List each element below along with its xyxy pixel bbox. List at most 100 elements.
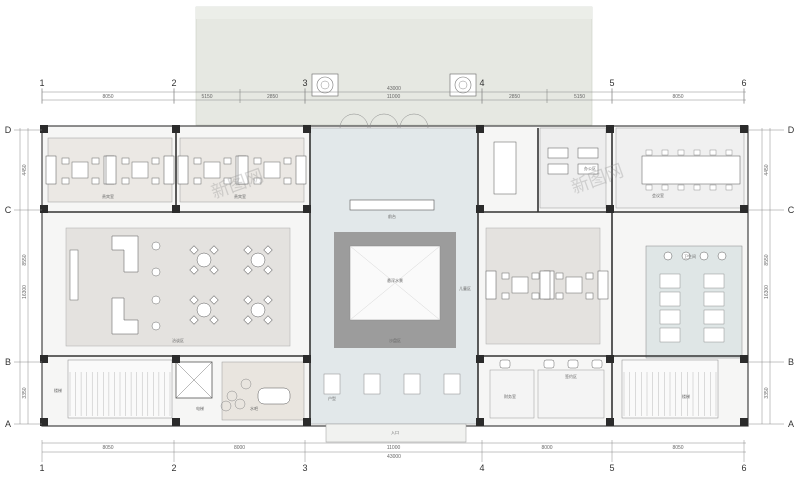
central-hall-label: 悬浮水景 (387, 277, 403, 283)
svg-text:1: 1 (39, 78, 44, 88)
svg-text:5: 5 (609, 463, 614, 473)
axis-bubble-bottom: 3 (302, 440, 308, 473)
structural-column (606, 355, 614, 363)
reception-label: 前台 (388, 213, 396, 219)
axis-bubble-bottom: 4 (479, 440, 485, 473)
axis-bubble-left: A (5, 419, 42, 429)
structural-column (740, 205, 748, 213)
structural-column (172, 418, 180, 426)
svg-text:6: 6 (741, 78, 746, 88)
dining-table (189, 295, 219, 325)
stairs-right-label: 楼梯 (682, 393, 690, 399)
dim-top-segment: 5150 (574, 94, 585, 100)
dim-top-segment: 11000 (387, 94, 401, 100)
meeting-room-label: 会议室 (652, 192, 664, 198)
dim-right-segment: 8550 (764, 254, 770, 265)
svg-text:B: B (788, 357, 794, 367)
structural-column (606, 418, 614, 426)
finance-room (489, 369, 535, 419)
axis-bubble-top: 6 (741, 78, 747, 104)
signing-room (537, 369, 605, 419)
dim-left-segment: 3350 (22, 387, 28, 398)
axis-bubble-left: D (5, 125, 42, 135)
model-card (363, 373, 381, 395)
svg-text:1: 1 (39, 463, 44, 473)
axis-bubble-left: B (5, 357, 42, 367)
sofa-set (105, 155, 175, 185)
kids-label: 儿童区 (459, 285, 471, 291)
dim-top-segment: 2850 (509, 94, 520, 100)
dim-total-top: 43000 (387, 86, 401, 92)
signing-label: 签约区 (565, 373, 577, 379)
svg-text:C: C (788, 205, 795, 215)
dining-table (189, 245, 219, 275)
model-card (323, 373, 341, 395)
dim-bottom-segment: 8000 (541, 445, 552, 451)
roof-canopy (195, 6, 593, 126)
dim-left-segment: 16300 (22, 285, 28, 299)
entrance-label: 入口 (391, 430, 399, 435)
dim-right-segment: 4450 (764, 164, 770, 175)
axis-bubble-bottom: 5 (609, 440, 615, 473)
sand-table-label: 沙盘区 (389, 337, 401, 343)
structural-column (40, 418, 48, 426)
structural-column (476, 205, 484, 213)
structural-column (303, 355, 311, 363)
vip-room-2-label: 贵宾室 (234, 193, 246, 199)
structural-column (476, 418, 484, 426)
structural-column (172, 355, 180, 363)
dim-bottom-segment: 8050 (102, 445, 113, 451)
svg-text:3: 3 (302, 463, 307, 473)
structural-column (172, 205, 180, 213)
svg-text:D: D (788, 125, 795, 135)
dim-top-segment: 8050 (102, 94, 113, 100)
water-bar-table (257, 387, 291, 405)
svg-text:5: 5 (609, 78, 614, 88)
dim-bottom-segment: 8050 (672, 445, 683, 451)
dining-table (243, 295, 273, 325)
svg-text:D: D (5, 125, 12, 135)
axis-bubble-right: A (748, 419, 794, 429)
structural-column (40, 355, 48, 363)
water-bar-label: 水吧 (250, 405, 258, 411)
dim-left-segment: 8550 (22, 254, 28, 265)
axis-bubble-right: D (748, 125, 795, 135)
finance-label: 财务室 (504, 393, 516, 399)
axis-bubble-right: B (748, 357, 794, 367)
dim-top-segment: 5150 (201, 94, 212, 100)
negotiation-left (65, 227, 291, 347)
structural-column (40, 205, 48, 213)
structural-column (740, 355, 748, 363)
svg-text:4: 4 (479, 463, 484, 473)
dim-top-segment: 8050 (672, 94, 683, 100)
lounge-sofa (111, 235, 161, 335)
svg-text:A: A (5, 419, 11, 429)
office-desks (493, 141, 599, 195)
svg-text:A: A (788, 419, 794, 429)
axis-bubble-bottom: 1 (39, 440, 45, 473)
structural-column (476, 355, 484, 363)
model-card (443, 373, 461, 395)
office-label: 办公区 (584, 165, 596, 171)
dim-left-segment: 4450 (22, 164, 28, 175)
plant-icon (220, 378, 252, 412)
planter-icon (311, 73, 339, 97)
dim-total-bottom: 43000 (387, 454, 401, 460)
axis-bubble-top: 2 (171, 78, 177, 104)
axis-bubble-top: 3 (302, 78, 308, 104)
axis-bubble-bottom: 2 (171, 440, 177, 473)
models-label: 户型 (328, 395, 336, 401)
planter-icon (449, 73, 477, 97)
entrance-canopy (325, 423, 467, 443)
dim-bottom-segment: 11000 (387, 445, 401, 451)
axis-bubble-right: C (748, 205, 795, 215)
axis-bubble-top: 4 (479, 78, 485, 104)
axis-bubble-top: 1 (39, 78, 45, 104)
svg-text:2: 2 (171, 78, 176, 88)
dim-right-segment: 16300 (764, 285, 770, 299)
dining-table (243, 245, 273, 275)
structural-column (303, 205, 311, 213)
axis-bubble-left: C (5, 205, 42, 215)
structural-column (606, 125, 614, 133)
